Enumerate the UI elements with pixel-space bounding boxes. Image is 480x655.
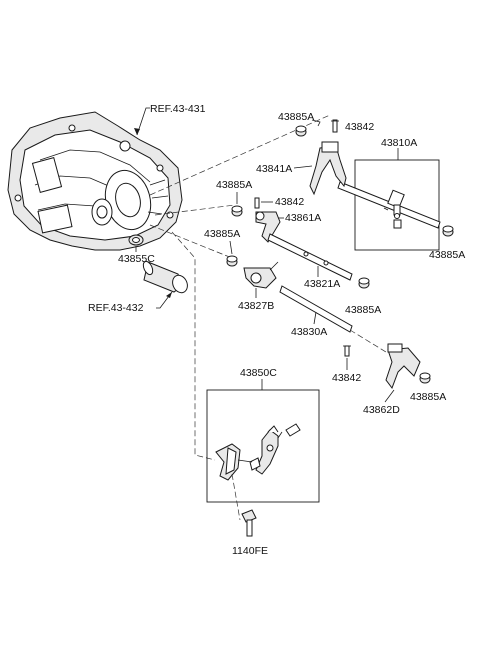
cap-43885A-top bbox=[295, 125, 307, 137]
label-43830A: 43830A bbox=[291, 326, 327, 338]
shift-rail-43830A bbox=[279, 285, 353, 333]
label-43885A-lower: 43885A bbox=[345, 304, 381, 316]
dash-line-5 bbox=[349, 329, 387, 353]
lever-assembly-43850C bbox=[215, 423, 301, 481]
box-43810A bbox=[354, 159, 440, 251]
ref-43-432-arrow bbox=[166, 292, 172, 298]
cap-43885A-right bbox=[442, 225, 454, 237]
dash-line-4 bbox=[171, 231, 216, 461]
pin-43842-mid bbox=[254, 197, 260, 209]
label-43885A-mid: 43885A bbox=[216, 179, 252, 191]
label-43862D: 43862D bbox=[363, 404, 400, 416]
label-43827B: 43827B bbox=[238, 300, 274, 312]
label-43842-top: 43842 bbox=[345, 121, 374, 133]
fork-43841A bbox=[309, 141, 347, 196]
sleeve-ref-43-432 bbox=[142, 260, 188, 294]
bolt-1140FE bbox=[241, 509, 257, 537]
fork-43862D bbox=[385, 343, 421, 390]
ref-43-431-label: REF.43-431 bbox=[150, 103, 206, 115]
label-43885A-top: 43885A bbox=[278, 111, 314, 123]
label-43810A: 43810A bbox=[381, 137, 417, 149]
label-43842-mid: 43842 bbox=[275, 196, 304, 208]
transmission-case bbox=[7, 111, 183, 251]
shift-rail-43821A bbox=[267, 233, 353, 281]
ref-43-432-label: REF.43-432 bbox=[88, 302, 144, 314]
dash-line-6 bbox=[231, 473, 241, 521]
label-43841A: 43841A bbox=[256, 163, 292, 175]
pin-43842-low bbox=[343, 345, 351, 357]
cap-43885A-left bbox=[226, 255, 238, 267]
box-43850C bbox=[206, 389, 320, 503]
pin-43842-top bbox=[331, 119, 339, 133]
seal-43855C bbox=[128, 234, 144, 246]
label-43861A: 43861A bbox=[285, 212, 321, 224]
label-43885A-left: 43885A bbox=[204, 228, 240, 240]
fork-43861A bbox=[255, 211, 281, 243]
cap-43885A-bottom bbox=[419, 372, 431, 384]
label-43842-low: 43842 bbox=[332, 372, 361, 384]
dash-line-2 bbox=[154, 204, 236, 216]
label-43885A-bottom: 43885A bbox=[410, 391, 446, 403]
shift-rail-43810A bbox=[337, 181, 441, 229]
label-43821A: 43821A bbox=[304, 278, 340, 290]
label-43850C: 43850C bbox=[240, 367, 277, 379]
ref-43-431-leader bbox=[136, 107, 150, 136]
label-43885A-right: 43885A bbox=[429, 249, 465, 261]
bracket-43827B bbox=[243, 261, 279, 289]
cap-43885A-mid bbox=[231, 205, 243, 217]
cap-43885A-lower bbox=[358, 277, 370, 289]
ref-43-431-arrow bbox=[134, 128, 140, 135]
dash-line-3 bbox=[149, 224, 233, 259]
label-1140FE: 1140FE bbox=[232, 545, 268, 557]
